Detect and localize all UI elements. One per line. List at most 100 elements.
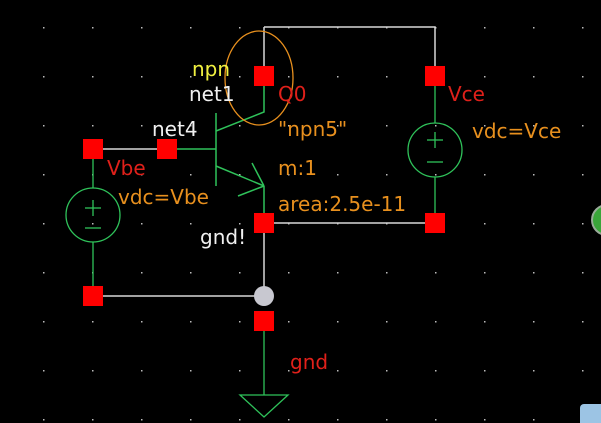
npn-transistor-symbol[interactable] [167,76,265,223]
grid-dot [92,419,94,421]
collector-net-label: net1 [189,82,235,106]
grid-dot [43,76,45,78]
vbe-value-label: vdc=Vbe [118,185,209,209]
grid-dot [386,272,388,274]
ground-symbol[interactable] [238,321,290,418]
grid-dot [92,27,94,29]
grid-dot [141,272,143,274]
grid-dot [288,370,290,372]
grid-dot [484,223,486,225]
grid-dot [190,419,192,421]
grid-dot [386,174,388,176]
area-label: area:2.5e-11 [278,192,406,216]
grid-dot [43,27,45,29]
pin-vbe-minus[interactable] [83,286,103,306]
grid-dot [239,321,241,323]
grid-dot [337,174,339,176]
grid-dot [484,27,486,29]
wire-top[interactable] [264,26,436,76]
grid-dot [533,76,535,78]
pin-base[interactable] [157,139,177,159]
grid-dot [43,419,45,421]
grid-dot [239,223,241,225]
grid-dot [141,174,143,176]
grid-dot [533,321,535,323]
grid-dot [239,370,241,372]
grid-dot [239,174,241,176]
grid-dot [239,419,241,421]
grid-dot [92,321,94,323]
grid-dot [484,370,486,372]
grid-dot [288,125,290,127]
selection-highlight [224,30,294,126]
grid-dot [43,125,45,127]
floating-button-icon[interactable] [591,205,601,235]
grid-dot [43,321,45,323]
grid-dot [239,272,241,274]
grid-dot [288,321,290,323]
grid-dot [582,223,584,225]
grid-dot [582,76,584,78]
m-label: m:1 [278,156,317,180]
grid-dot [92,125,94,127]
grid-dot [141,370,143,372]
grid-dot [533,27,535,29]
grid-dot [386,321,388,323]
instance-name-label: Q0 [278,82,306,106]
pin-collector[interactable] [254,66,274,86]
grid-dot [141,321,143,323]
grid-dot [484,125,486,127]
grid-dot [484,174,486,176]
pin-vce-plus[interactable] [425,66,445,86]
taskbar-app-icon[interactable] [580,404,601,423]
grid-dot [533,272,535,274]
grid-dot [484,272,486,274]
pin-emitter[interactable] [254,213,274,233]
grid-dot [582,321,584,323]
pin-vbe-plus[interactable] [83,139,103,159]
pin-vce-minus[interactable] [425,213,445,233]
grid-dot [141,419,143,421]
grid-dot [190,76,192,78]
grid-dot [337,370,339,372]
grid-dot [92,76,94,78]
grid-dot [141,223,143,225]
grid-dot [484,76,486,78]
grid-dot [337,419,339,421]
grid-dot [582,174,584,176]
grid-dot [582,125,584,127]
grid-dot [43,223,45,225]
gnd-name-label: gnd [290,350,328,374]
grid-dot [435,174,437,176]
model-label: "npn5" [278,117,347,141]
grid-dot [190,223,192,225]
grid-dot [386,419,388,421]
grid-dot [435,419,437,421]
grid-dot [288,419,290,421]
grid-dot [484,321,486,323]
grid-dot [92,223,94,225]
grid-dot [288,174,290,176]
vce-name-label: Vce [448,82,485,106]
grid-dot [92,370,94,372]
grid-dot [435,370,437,372]
grid-dot [386,76,388,78]
grid-dot [141,125,143,127]
grid-dot [337,125,339,127]
grid-dot [386,370,388,372]
vbe-name-label: Vbe [107,156,146,180]
grid-dot [239,27,241,29]
grid-dot [190,272,192,274]
pin-gnd[interactable] [254,311,274,331]
grid-dot [190,321,192,323]
grid-dot [239,76,241,78]
grid-dot [141,27,143,29]
grid-dot [484,419,486,421]
vce-value-label: vdc=Vce [472,119,561,143]
grid-dot [43,174,45,176]
grid-dot [141,76,143,78]
grid-dot [533,370,535,372]
grid-dot [435,321,437,323]
grid-dot [337,272,339,274]
